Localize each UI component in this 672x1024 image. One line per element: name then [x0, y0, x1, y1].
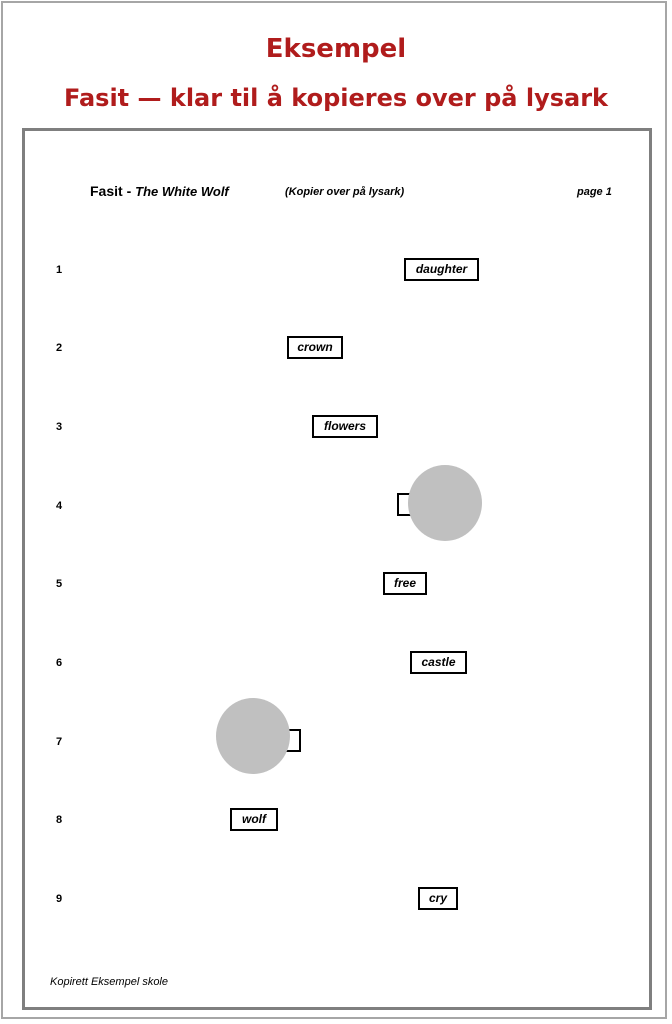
word-box-daughter: daughter [404, 258, 479, 281]
page-title: Eksempel [265, 34, 407, 64]
word-box-cry: cry [418, 887, 458, 910]
sheet-title-prefix: Fasit - [90, 183, 132, 199]
mask-circle [408, 465, 482, 541]
sheet-note: (Kopier over på lysark) [285, 186, 405, 198]
word-box-free: free [383, 572, 427, 595]
row-number: 9 [56, 893, 63, 905]
sheet-title: Fasit - The White Wolf [90, 183, 229, 199]
word-box-castle: castle [410, 651, 467, 674]
row-number: 2 [56, 342, 63, 354]
word-box-crown: crown [287, 336, 343, 359]
row-number: 7 [56, 736, 63, 748]
row-number: 3 [56, 421, 63, 433]
row-number: 6 [56, 657, 63, 669]
row-number: 1 [56, 264, 63, 276]
row-number: 5 [56, 578, 63, 590]
copyright-footer: Kopirett Eksempel skole [50, 976, 168, 988]
page-subtitle: Fasit — klar til å kopieres over på lysa… [63, 84, 608, 112]
answer-sheet: Fasit - The White Wolf (Kopier over på l… [22, 128, 652, 1010]
word-box-wolf: wolf [230, 808, 278, 831]
mask-circle [216, 698, 290, 774]
word-box-flowers: flowers [312, 415, 378, 438]
page-number: page 1 [577, 186, 612, 198]
row-number: 8 [56, 814, 63, 826]
row-number: 4 [56, 500, 63, 512]
book-title: The White Wolf [135, 184, 229, 199]
